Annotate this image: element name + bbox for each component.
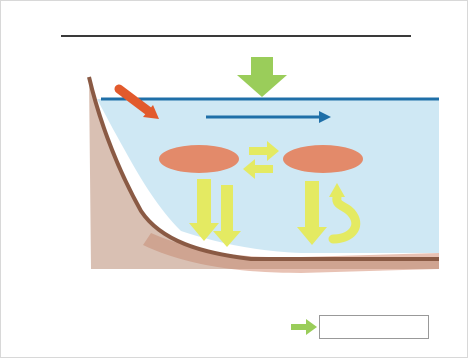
current-arrow — [206, 111, 331, 123]
source-arrow — [114, 84, 159, 119]
monitoring-callout — [319, 315, 429, 339]
resuspension-arrow — [328, 183, 361, 244]
coastal-slope-shading — [89, 77, 439, 269]
coastal-slope-outline — [87, 76, 439, 261]
diagram — [87, 57, 439, 273]
arrow-right-icon — [291, 319, 317, 335]
atmospheric-deposition-arrow — [237, 57, 287, 97]
title-divider — [61, 35, 411, 37]
settling-arrow-left — [189, 179, 219, 241]
settling-arrow-right — [297, 181, 327, 245]
right-particle-ellipse — [283, 145, 363, 173]
exchange-arrow-left — [243, 159, 273, 179]
exchange-arrow-right — [249, 141, 279, 161]
left-particle-ellipse — [159, 145, 239, 173]
settling-arrow-middle — [213, 185, 241, 247]
